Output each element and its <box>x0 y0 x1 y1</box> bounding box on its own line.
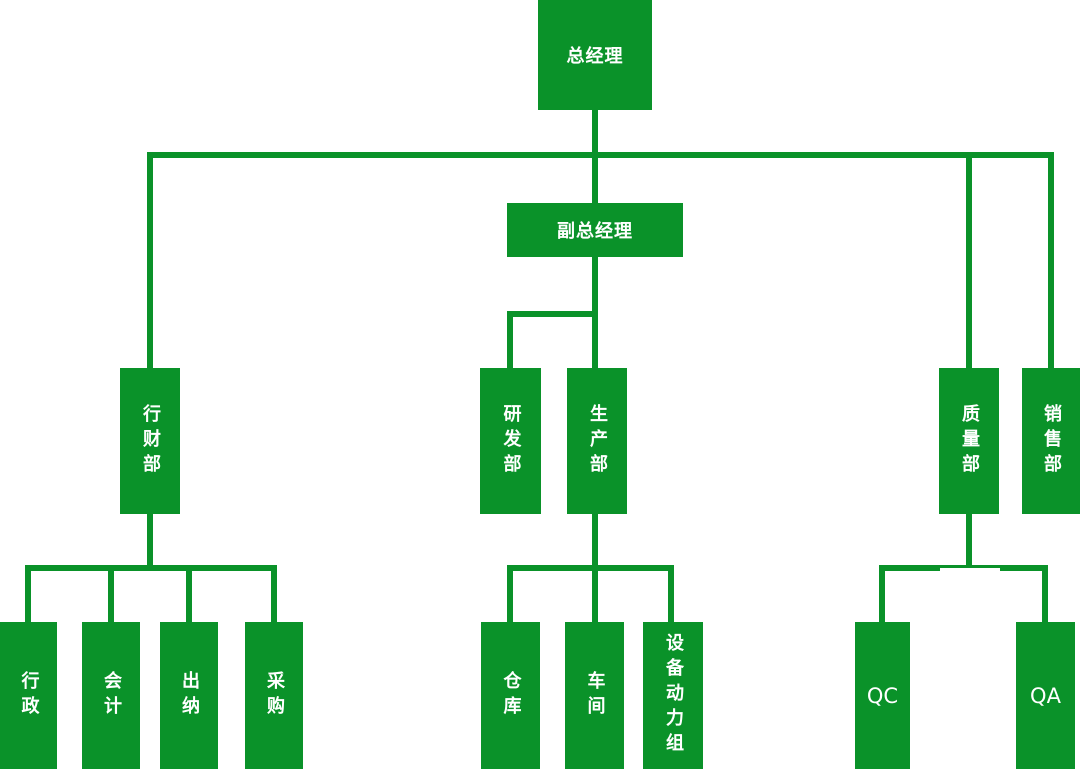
connector-drop-warehouse <box>507 565 513 622</box>
org-node-warehouse[interactable]: 仓库 <box>481 622 540 769</box>
org-node-label: 车间 <box>584 670 606 721</box>
org-node-label: 质量部 <box>959 403 980 479</box>
org-node-label: 副总经理 <box>557 221 633 242</box>
connector-drop-finance-admin <box>147 152 153 368</box>
connector-production-bus <box>507 565 674 571</box>
org-node-label: 仓库 <box>500 670 522 721</box>
org-node-label: 采购 <box>264 670 285 721</box>
org-node-purchasing[interactable]: 采购 <box>245 622 303 769</box>
org-node-label: 行政 <box>18 670 40 721</box>
connector-drop-qc <box>879 565 885 622</box>
org-node-label: 生产部 <box>587 403 608 479</box>
org-node-rnd-dept[interactable]: 研发部 <box>480 368 541 514</box>
org-node-quality-dept[interactable]: 质量部 <box>939 368 999 514</box>
org-node-finance-admin-dept[interactable]: 行财部 <box>120 368 180 514</box>
org-node-label: 会计 <box>101 670 122 721</box>
org-node-qa[interactable]: QA <box>1016 622 1075 769</box>
connector-drop-administration <box>25 565 31 622</box>
connector-finance-admin-stem <box>147 514 153 571</box>
connector-drop-cashier <box>186 565 192 622</box>
org-node-qc[interactable]: QC <box>855 622 910 769</box>
connector-gap <box>940 568 1000 572</box>
connector-top-bus <box>147 152 1054 158</box>
org-node-general-manager[interactable]: 总经理 <box>538 0 652 110</box>
connector-drop-equipment-power <box>668 565 674 622</box>
org-node-workshop[interactable]: 车间 <box>565 622 624 769</box>
org-node-label: 行财部 <box>140 403 161 479</box>
org-node-label: QA <box>1030 683 1061 708</box>
org-node-label: 研发部 <box>500 403 522 479</box>
connector-rnd-branch-drop <box>507 311 513 368</box>
org-node-label: 出纳 <box>179 670 200 721</box>
org-node-production-dept[interactable]: 生产部 <box>567 368 627 514</box>
org-node-label: QC <box>866 683 899 708</box>
org-node-sales-dept[interactable]: 销售部 <box>1022 368 1080 514</box>
org-node-accounting[interactable]: 会计 <box>82 622 140 769</box>
connector-drop-accounting <box>108 565 114 622</box>
connector-drop-workshop <box>592 565 598 622</box>
org-node-deputy-general-manager[interactable]: 副总经理 <box>507 203 683 257</box>
connector-drop-quality <box>966 152 972 368</box>
connector-finance-admin-bus <box>25 565 277 571</box>
org-node-equipment-power-group[interactable]: 设备动力组 <box>643 622 703 769</box>
org-node-label: 设备动力组 <box>663 633 684 758</box>
org-node-label: 总经理 <box>566 46 624 67</box>
org-node-label: 销售部 <box>1041 403 1062 479</box>
connector-drop-sales <box>1048 152 1054 368</box>
org-node-cashier[interactable]: 出纳 <box>160 622 218 769</box>
connector-quality-stem <box>966 514 972 571</box>
connector-production-stem <box>592 514 598 571</box>
connector-drop-qa <box>1042 565 1048 622</box>
connector-gm-to-dgm <box>592 110 598 257</box>
org-node-administration[interactable]: 行政 <box>0 622 57 769</box>
connector-rnd-branch-horizontal <box>507 311 598 317</box>
connector-drop-purchasing <box>271 565 277 622</box>
